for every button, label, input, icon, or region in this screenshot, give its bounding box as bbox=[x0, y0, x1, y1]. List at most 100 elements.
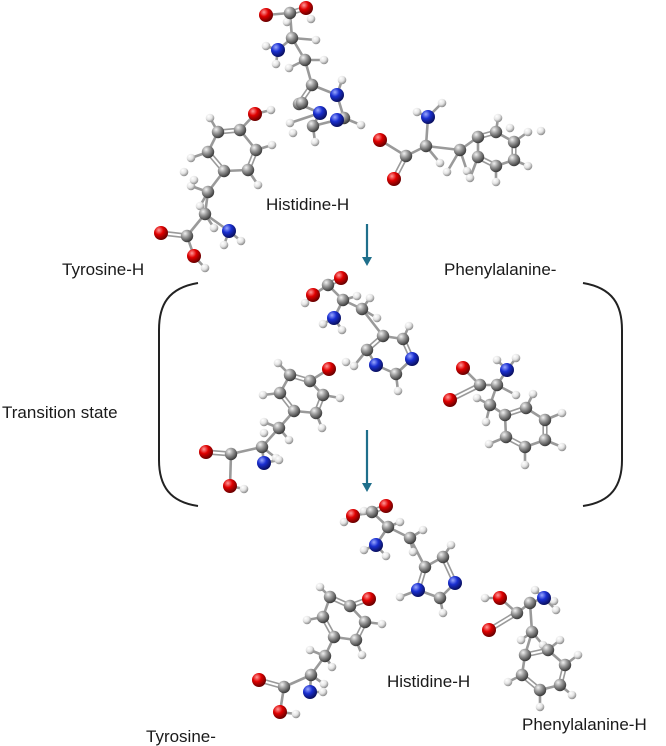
phenylalanine-h-molecule-bottom bbox=[480, 585, 583, 712]
carbon-atom bbox=[309, 406, 323, 420]
hydrogen-atom bbox=[412, 107, 422, 117]
carbon-atom bbox=[525, 625, 539, 639]
hydrogen-atom bbox=[567, 690, 577, 700]
oxygen-atom bbox=[346, 509, 360, 523]
carbon-atom bbox=[489, 125, 503, 139]
carbon-atom bbox=[355, 302, 369, 316]
carbon-atom bbox=[224, 447, 238, 461]
carbon-atom bbox=[538, 413, 552, 427]
carbon-atom bbox=[321, 278, 335, 292]
hydrogen-atom bbox=[372, 313, 382, 323]
carbon-atom bbox=[217, 164, 231, 178]
nitrogen-atom bbox=[330, 113, 344, 127]
hydrogen-atom bbox=[393, 386, 403, 396]
hydrogen-atom bbox=[266, 105, 276, 115]
carbon-atom bbox=[436, 550, 450, 564]
hydrogen-atom bbox=[528, 389, 538, 399]
hydrogen-atom bbox=[311, 35, 321, 45]
hydrogen-atom bbox=[555, 635, 565, 645]
nitrogen-atom bbox=[303, 685, 317, 699]
hydrogen-atom bbox=[327, 662, 337, 672]
carbon-atom bbox=[233, 123, 247, 137]
hydrogen-atom bbox=[305, 645, 315, 655]
histidine-h-label-bottom: Histidine-H bbox=[387, 672, 471, 691]
carbon-atom bbox=[201, 185, 215, 199]
carbon-atom bbox=[287, 404, 301, 418]
carbon-atom bbox=[483, 398, 497, 412]
hydrogen-atom bbox=[300, 298, 310, 308]
hydrogen-atom bbox=[284, 63, 294, 73]
hydrogen-atom bbox=[267, 140, 277, 150]
oxygen-atom bbox=[273, 705, 287, 719]
hydrogen-atom bbox=[484, 439, 494, 449]
carbon-atom bbox=[381, 520, 395, 534]
carbon-atom bbox=[343, 599, 357, 613]
hydrogen-atom bbox=[438, 608, 448, 618]
hydrogen-atom bbox=[549, 596, 559, 606]
oxygen-atom bbox=[443, 393, 457, 407]
oxygen-atom bbox=[362, 592, 376, 606]
hydrogen-atom bbox=[395, 517, 405, 527]
histidine-h-label-top: Histidine-H bbox=[266, 195, 350, 214]
right-bracket bbox=[582, 282, 623, 507]
hydrogen-atom bbox=[319, 679, 329, 689]
hydrogen-atom bbox=[404, 321, 414, 331]
hydrogen-atom bbox=[258, 390, 268, 400]
hydrogen-atom bbox=[189, 175, 199, 185]
oxygen-atom bbox=[334, 271, 348, 285]
carbon-atom bbox=[201, 145, 215, 159]
nitrogen-atom bbox=[405, 352, 419, 366]
carbon-atom bbox=[180, 229, 194, 243]
hydrogen-atom bbox=[209, 223, 219, 233]
hydrogen-atom bbox=[535, 702, 545, 712]
carbon-atom bbox=[515, 668, 529, 682]
carbon-atom bbox=[273, 386, 287, 400]
hydrogen-atom bbox=[557, 408, 567, 418]
hydrogen-atom bbox=[318, 319, 328, 329]
hydrogen-atom bbox=[335, 393, 345, 403]
hydrogen-atom bbox=[259, 417, 269, 427]
hydrogen-atom bbox=[359, 545, 369, 555]
hydrogen-atom bbox=[282, 17, 292, 27]
tyrosine-label-bottom: Tyrosine- bbox=[146, 727, 216, 746]
carbon-atom bbox=[510, 606, 524, 620]
phenylalanine-molecule-top bbox=[373, 98, 546, 187]
oxygen-atom bbox=[387, 172, 401, 186]
oxygen-atom bbox=[199, 445, 213, 459]
carbon-atom bbox=[283, 368, 297, 382]
carbon-atom bbox=[396, 332, 410, 346]
nitrogen-atom bbox=[369, 538, 383, 552]
carbon-atom bbox=[198, 207, 212, 221]
carbon-atom bbox=[553, 678, 567, 692]
carbon-atom bbox=[489, 159, 503, 173]
tyrosine-h-molecule-top bbox=[154, 105, 277, 273]
carbon-atom bbox=[399, 149, 413, 163]
carbon-atom bbox=[323, 590, 337, 604]
phenylalanine-molecule-ts bbox=[443, 353, 567, 470]
hydrogen-atom bbox=[236, 236, 246, 246]
reaction-arrow-1 bbox=[362, 224, 372, 266]
hydrogen-atom bbox=[253, 180, 263, 190]
hydrogen-atom bbox=[274, 455, 284, 465]
hydrogen-atom bbox=[516, 635, 526, 645]
hydrogen-atom bbox=[352, 291, 362, 301]
hydrogen-atom bbox=[520, 460, 530, 470]
hydrogen-atom bbox=[310, 137, 320, 147]
carbon-atom bbox=[507, 153, 521, 167]
carbon-atom bbox=[558, 658, 572, 672]
hydrogen-atom bbox=[271, 59, 281, 69]
hydrogen-atom bbox=[339, 517, 349, 527]
histidine-molecule-ts bbox=[300, 271, 419, 396]
oxygen-atom bbox=[299, 1, 313, 15]
nitrogen-atom bbox=[327, 311, 341, 325]
carbon-atom bbox=[298, 53, 312, 67]
carbon-atom bbox=[389, 367, 403, 381]
carbon-atom bbox=[306, 119, 320, 133]
hydrogen-atom bbox=[356, 120, 366, 130]
phenylalanine-label-top: Phenylalanine- bbox=[444, 260, 557, 279]
hydrogen-atom bbox=[472, 393, 482, 403]
hydrogen-atom bbox=[381, 551, 391, 561]
hydrogen-atom bbox=[357, 650, 367, 660]
histidine-h-molecule-bottom bbox=[339, 499, 462, 618]
hydrogen-atom bbox=[291, 709, 301, 719]
